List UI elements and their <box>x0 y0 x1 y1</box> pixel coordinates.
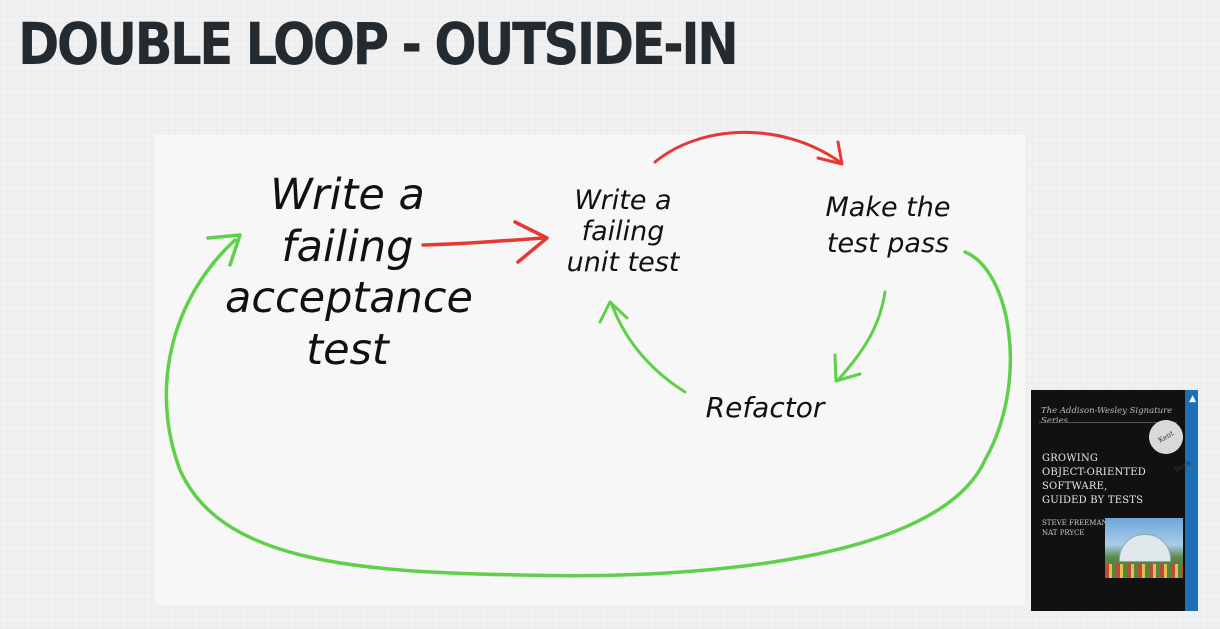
outer-loop-arrow <box>164 238 1013 578</box>
node-make-test-pass: Make the test pass <box>808 190 968 263</box>
book-rule <box>1039 422 1177 423</box>
node-failing-acceptance-test: Write a failing acceptance test <box>225 170 473 376</box>
book-series: The Addison-Wesley Signature Series <box>1041 406 1173 426</box>
node-failing-unit-test: Write a failing unit test <box>548 185 698 278</box>
unit-to-pass-arrowhead <box>816 140 844 166</box>
node-refactor: Refactor <box>705 391 825 424</box>
book-title-line: Object-Oriented <box>1042 467 1146 478</box>
book-cover-photo <box>1105 518 1183 578</box>
book-author: Nat Pryce <box>1042 529 1085 537</box>
book-author: Steve Freeman <box>1042 519 1108 527</box>
node-line: unit test <box>566 247 680 279</box>
node-line: Make the <box>825 192 951 223</box>
node-line: failing <box>281 221 414 272</box>
unit-to-pass-arrow <box>653 130 842 164</box>
publisher-logo-icon: ▲ <box>1189 394 1196 404</box>
node-line: Write a <box>270 170 425 220</box>
greenhouse-dome <box>1119 534 1171 562</box>
node-line: acceptance <box>225 273 473 324</box>
flower-bed <box>1105 564 1183 578</box>
book-authors: Steve Freeman Nat Pryce <box>1042 518 1132 538</box>
book-title-line: Growing <box>1042 453 1099 464</box>
node-line: test pass <box>826 228 950 260</box>
node-line: test <box>306 324 389 375</box>
whiteboard <box>155 135 1025 605</box>
pass-to-refactor-arrowhead <box>833 353 862 383</box>
acceptance-to-unit-arrowhead <box>513 220 549 264</box>
pass-to-refactor-arrow <box>836 290 887 382</box>
book-title: Growing Object-Oriented Software, Guided… <box>1042 452 1182 508</box>
book-cover-image: The Addison-Wesley Signature Series Kent… <box>1031 390 1198 611</box>
node-line: Write a <box>574 185 672 216</box>
refactor-to-unit-arrowhead <box>598 300 629 324</box>
book-title-line: Guided by Tests <box>1042 495 1144 506</box>
acceptance-to-unit-arrow <box>421 236 547 247</box>
slide-title: DOUBLE LOOP - OUTSIDE-IN <box>18 10 739 78</box>
book-title-line: Software, <box>1042 481 1108 492</box>
refactor-to-unit-arrow <box>610 303 687 394</box>
outer-loop-arrowhead <box>206 233 242 267</box>
node-line: failing <box>581 216 665 248</box>
